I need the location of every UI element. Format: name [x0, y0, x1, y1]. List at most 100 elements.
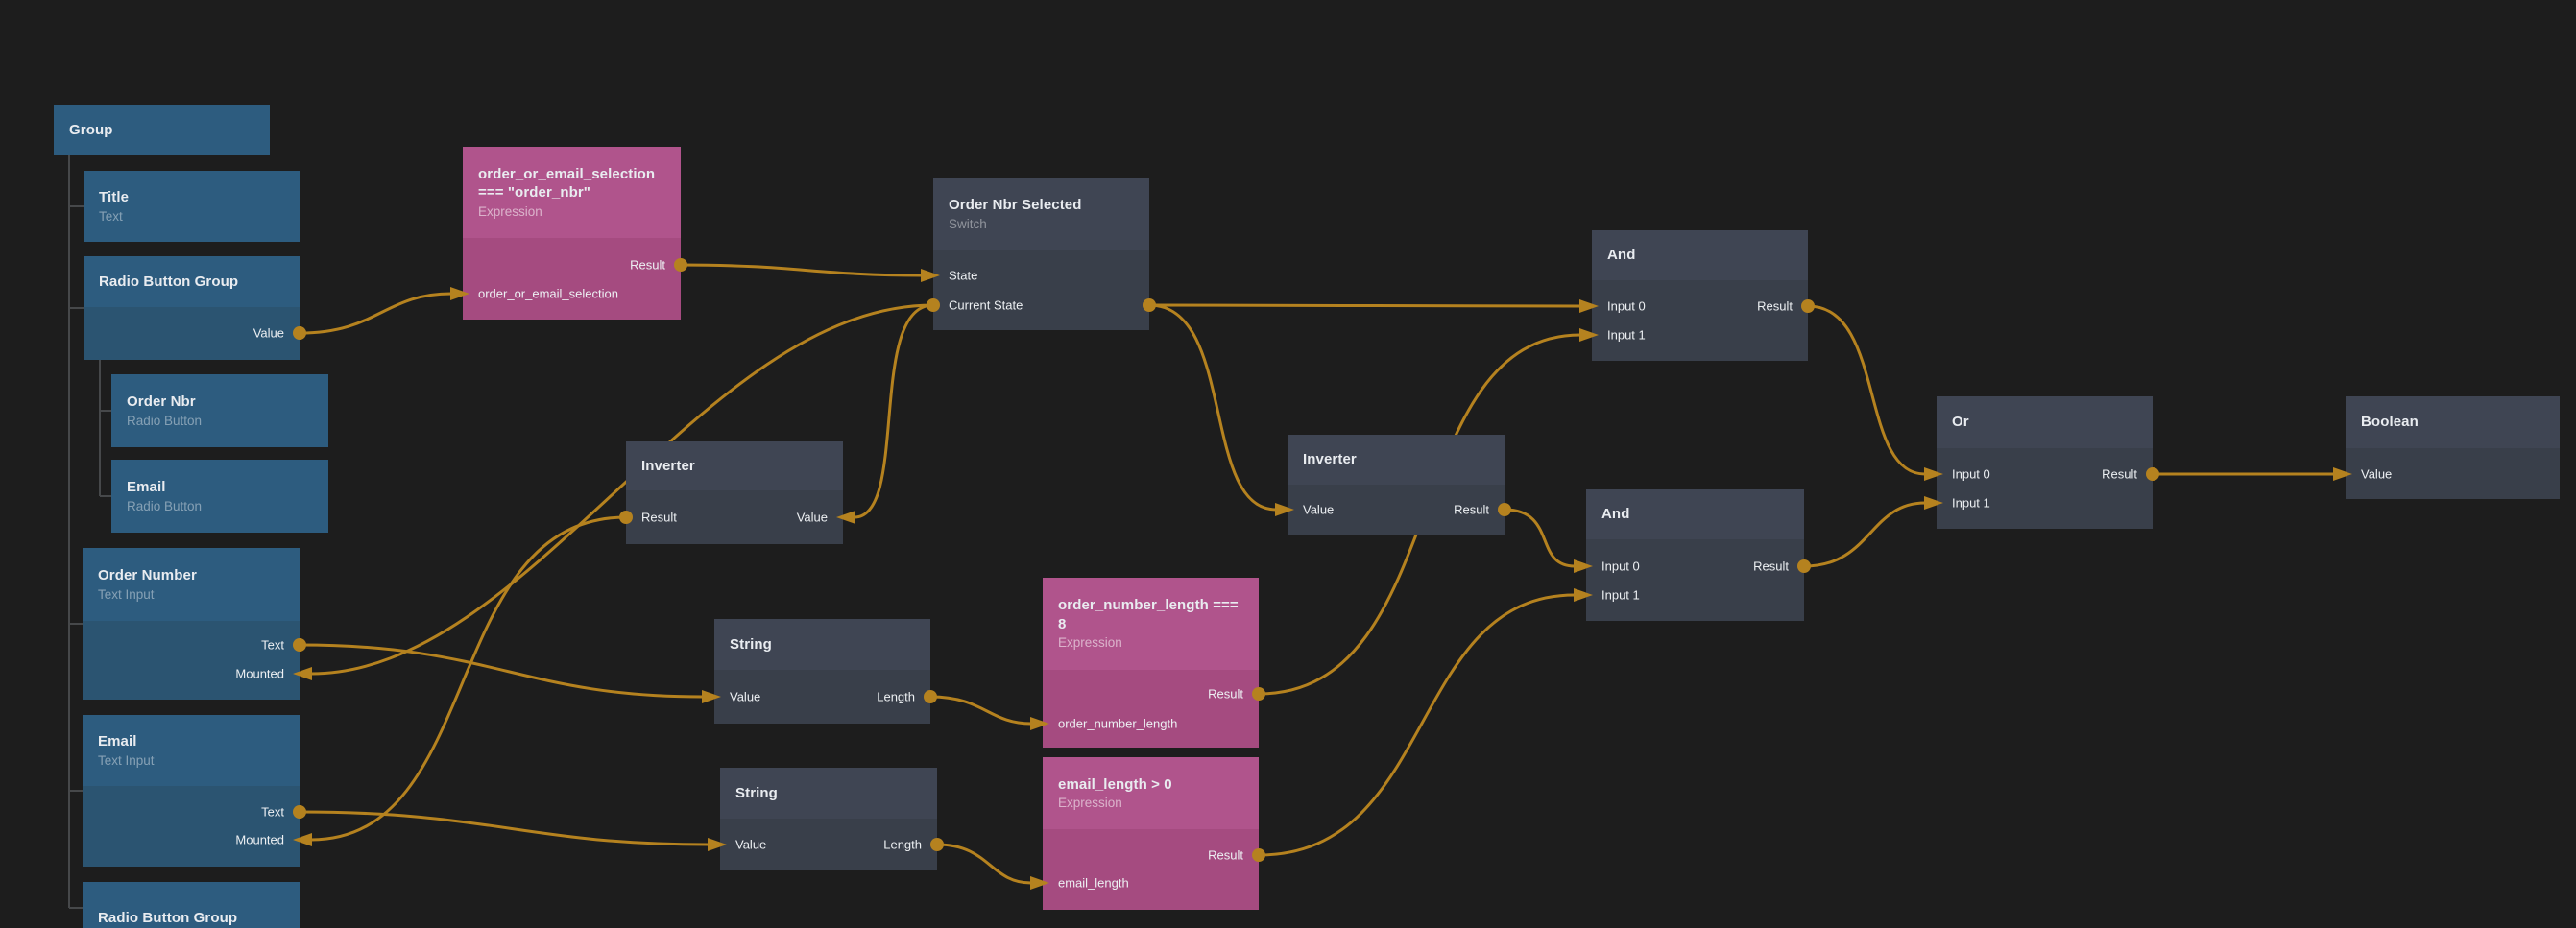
- port-email-input-text[interactable]: Text: [261, 804, 284, 820]
- node-rbg-bottom[interactable]: Radio Button Group: [83, 882, 300, 928]
- wire-string-bottom-length-to-expr3-input[interactable]: [936, 843, 1032, 885]
- port-boolean-value[interactable]: Value: [2361, 466, 2393, 482]
- port-inverter-left-value[interactable]: Value: [796, 510, 828, 525]
- port-email-input-mounted[interactable]: Mounted: [235, 832, 284, 847]
- input-arrow-and-top-input1[interactable]: [1579, 328, 1599, 342]
- output-dot-order-number-text[interactable]: [293, 638, 306, 652]
- output-dot-switch-current-state[interactable]: [927, 298, 940, 312]
- output-dot-and-bottom-result[interactable]: [1797, 559, 1811, 573]
- output-dot-expr2-result[interactable]: [1252, 687, 1265, 701]
- wire-inverter-right-result-to-and-bottom-input0[interactable]: [1504, 508, 1576, 568]
- output-dot-inverter-right-result[interactable]: [1498, 503, 1511, 516]
- node-header[interactable]: Inverter: [1288, 435, 1505, 485]
- node-header[interactable]: Radio Button Group: [83, 882, 300, 928]
- output-dot-rbg-top-value[interactable]: [293, 326, 306, 340]
- port-switch-state[interactable]: State: [949, 268, 978, 283]
- port-rbg-top-value[interactable]: Value: [253, 325, 284, 341]
- wire-order-number-text-to-string-top-value[interactable]: [299, 643, 704, 699]
- port-or-input0[interactable]: Input 0: [1952, 466, 1990, 482]
- input-arrow-email-input-mounted[interactable]: [293, 833, 312, 846]
- port-expr3-result[interactable]: Result: [1208, 847, 1243, 863]
- port-inverter-left-result[interactable]: Result: [641, 510, 677, 525]
- node-header[interactable]: order_or_email_selection === "order_nbr"…: [463, 147, 681, 238]
- port-expr1-input[interactable]: order_or_email_selection: [478, 286, 618, 301]
- port-or-input1[interactable]: Input 1: [1952, 495, 1990, 511]
- node-header[interactable]: And: [1586, 489, 1804, 539]
- input-arrow-string-bottom-value[interactable]: [708, 838, 727, 851]
- wire-switch-current-state-to-inverter-left-value[interactable]: [854, 303, 934, 519]
- wire-switch-current-state-to-inverter-right-value[interactable]: [1148, 303, 1277, 512]
- port-or-result[interactable]: Result: [2102, 466, 2137, 482]
- port-expr2-input[interactable]: order_number_length: [1058, 716, 1178, 731]
- wire-switch-current-state-to-and-top-input0[interactable]: [1148, 303, 1581, 308]
- input-arrow-switch-state[interactable]: [921, 269, 940, 282]
- port-string-top-value[interactable]: Value: [730, 689, 761, 704]
- wire-switch-current-state-to-order-number-mounted[interactable]: [310, 303, 934, 676]
- port-expr1-result[interactable]: Result: [630, 257, 665, 273]
- wire-and-top-result-to-or-input0[interactable]: [1807, 304, 1926, 476]
- node-header[interactable]: Or: [1937, 396, 2153, 448]
- node-group[interactable]: Group: [54, 105, 270, 155]
- output-dot-string-top-length[interactable]: [924, 690, 937, 703]
- input-arrow-string-top-value[interactable]: [702, 690, 721, 703]
- output-dot-email-input-text[interactable]: [293, 805, 306, 819]
- port-and-bottom-input1[interactable]: Input 1: [1601, 587, 1640, 603]
- input-arrow-inverter-right-value[interactable]: [1275, 503, 1294, 516]
- input-arrow-expr3-input[interactable]: [1030, 876, 1049, 890]
- wire-inverter-left-result-to-email-input-mounted[interactable]: [310, 515, 627, 842]
- node-expr1[interactable]: order_or_email_selection === "order_nbr"…: [463, 147, 681, 320]
- wire-and-bottom-result-to-or-input1[interactable]: [1803, 501, 1926, 568]
- port-and-bottom-result[interactable]: Result: [1753, 559, 1789, 574]
- port-inverter-right-value[interactable]: Value: [1303, 502, 1335, 517]
- input-arrow-and-bottom-input0[interactable]: [1574, 559, 1593, 573]
- output-dot-inverter-left-result[interactable]: [619, 511, 633, 524]
- port-and-bottom-input0[interactable]: Input 0: [1601, 559, 1640, 574]
- input-arrow-boolean-value[interactable]: [2333, 467, 2352, 481]
- input-arrow-and-bottom-input1[interactable]: [1574, 588, 1593, 602]
- node-header[interactable]: String: [720, 768, 937, 819]
- port-expr3-input[interactable]: email_length: [1058, 875, 1129, 891]
- wire-email-input-text-to-string-bottom-value[interactable]: [299, 810, 710, 846]
- port-and-top-input0[interactable]: Input 0: [1607, 298, 1646, 314]
- output-dot-and-top-result[interactable]: [1801, 299, 1815, 313]
- input-arrow-inverter-left-value[interactable]: [836, 511, 855, 524]
- node-header[interactable]: String: [714, 619, 930, 670]
- input-arrow-expr1-input[interactable]: [450, 287, 469, 300]
- node-header[interactable]: Inverter: [626, 441, 843, 490]
- port-switch-current-state[interactable]: Current State: [949, 297, 1023, 313]
- port-string-bottom-length[interactable]: Length: [883, 837, 922, 852]
- output-dot-switch-current-state[interactable]: [1143, 298, 1156, 312]
- input-arrow-or-input0[interactable]: [1924, 467, 1943, 481]
- wire-rbg-top-value-to-expr1-input[interactable]: [299, 292, 452, 335]
- node-header[interactable]: Radio Button Group: [84, 256, 300, 307]
- input-arrow-order-number-mounted[interactable]: [293, 667, 312, 680]
- wire-expr3-result-to-and-bottom-input1[interactable]: [1258, 593, 1576, 857]
- node-header[interactable]: Group: [54, 105, 270, 155]
- wire-expr1-result-to-switch-state[interactable]: [680, 263, 923, 277]
- output-dot-string-bottom-length[interactable]: [930, 838, 944, 851]
- port-and-top-input1[interactable]: Input 1: [1607, 327, 1646, 343]
- port-inverter-right-result[interactable]: Result: [1454, 502, 1489, 517]
- output-dot-or-result[interactable]: [2146, 467, 2159, 481]
- node-header[interactable]: And: [1592, 230, 1808, 280]
